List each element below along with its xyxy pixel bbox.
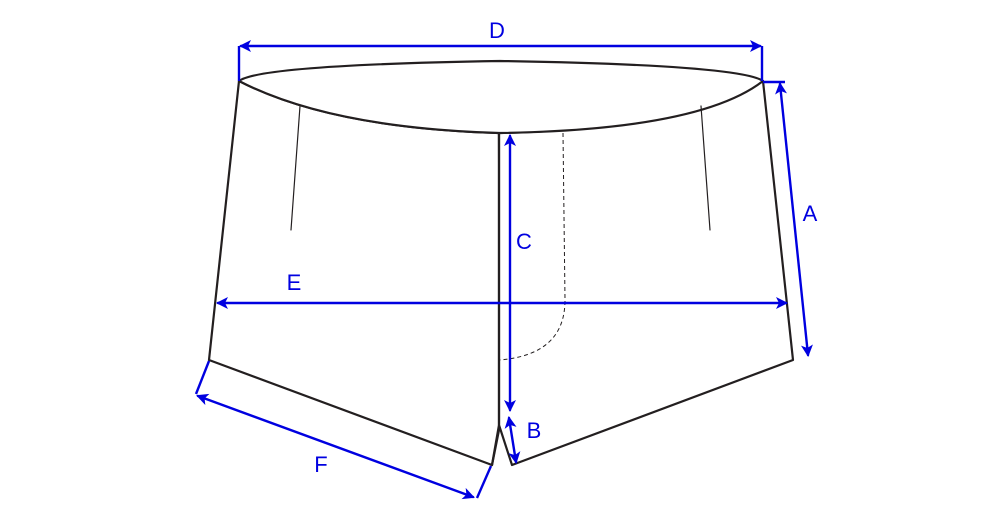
right-dart — [700, 105, 711, 231]
left-leg-outline — [207, 79, 502, 467]
measurement-b: B — [504, 416, 542, 464]
measurement-f-label: F — [314, 452, 327, 477]
left-dart — [290, 105, 301, 231]
measurement-c: C — [504, 134, 532, 412]
measurement-a: A — [763, 80, 818, 357]
measurement-a-arrow — [775, 82, 813, 357]
shorts-outline — [207, 59, 795, 467]
measurement-b-label: B — [527, 418, 542, 443]
measurement-f: F — [194, 360, 493, 500]
measurement-e: E — [216, 270, 788, 309]
measurement-c-label: C — [516, 229, 532, 254]
measurement-d: D — [237, 18, 764, 81]
measurement-d-label: D — [489, 18, 505, 43]
measurement-f-arrow — [196, 393, 475, 500]
measurement-a-label: A — [803, 201, 818, 226]
measurement-e-label: E — [287, 270, 302, 295]
measurement-b-arrow — [504, 416, 521, 464]
right-leg-outline — [497, 79, 795, 467]
measurement-f-ext-bottom — [475, 465, 493, 499]
measurement-f-ext-top — [194, 360, 211, 395]
center-seam — [490, 131, 501, 467]
